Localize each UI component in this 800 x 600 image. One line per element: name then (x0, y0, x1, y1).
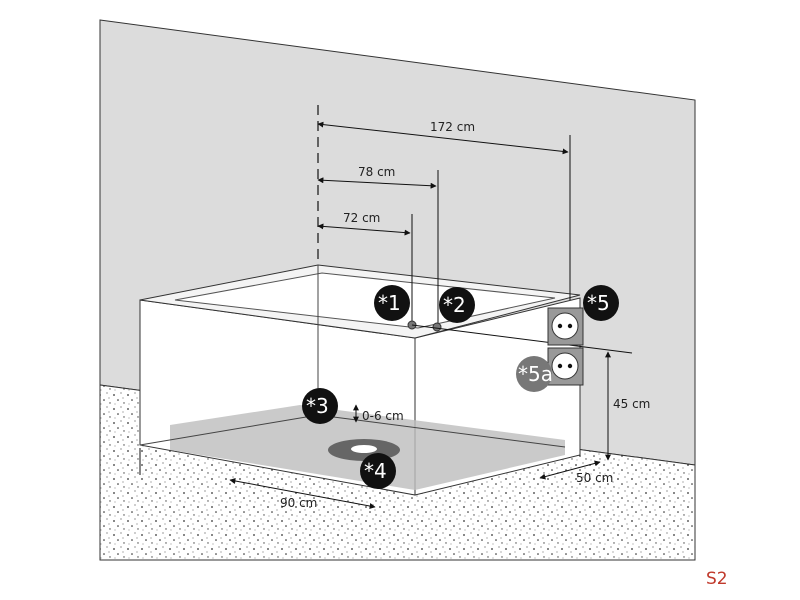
dimension-78: 78 cm (358, 165, 395, 179)
marker-4: *4 (360, 453, 396, 489)
drain-hole (351, 445, 377, 453)
marker-2: *2 (439, 287, 475, 323)
svg-text:*5: *5 (587, 291, 610, 315)
dimension-172: 172 cm (430, 120, 475, 134)
marker-5: *5 (583, 285, 619, 321)
marker-5a: *5a (516, 356, 553, 392)
power-socket-upper (547, 307, 584, 346)
power-socket-lower (547, 347, 584, 386)
dimension-72: 72 cm (343, 211, 380, 225)
svg-text:*4: *4 (364, 459, 387, 483)
connection-point-2 (432, 322, 442, 332)
marker-3: *3 (302, 388, 338, 424)
svg-text:*5a: *5a (518, 362, 553, 386)
svg-text:*3: *3 (306, 394, 329, 418)
dimension-90: 90 cm (280, 496, 317, 510)
dimension-45: 45 cm (613, 397, 650, 411)
marker-1: *1 (374, 285, 410, 321)
svg-text:*2: *2 (443, 293, 466, 317)
dimension-50: 50 cm (576, 471, 613, 485)
page-label: S2 (706, 569, 728, 589)
dimension-0-6: 0-6 cm (362, 409, 404, 423)
svg-text:*1: *1 (378, 291, 401, 315)
